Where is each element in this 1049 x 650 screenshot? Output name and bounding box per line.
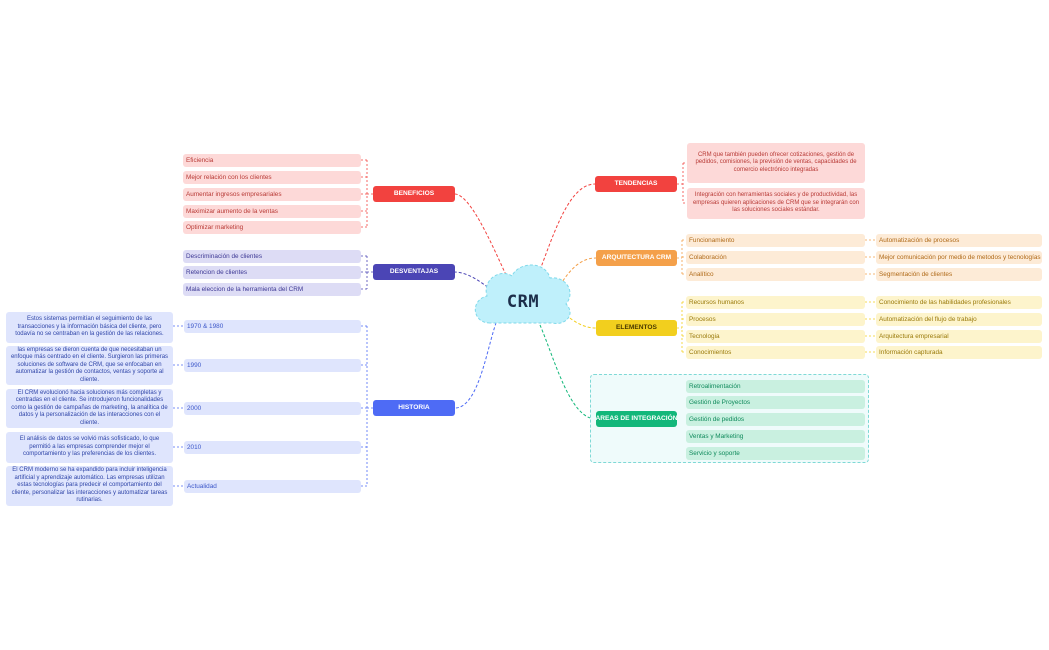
elemento-detail[interactable]: Arquitectura empresarial — [876, 330, 1042, 343]
beneficio-item[interactable]: Aumentar ingresos empresariales — [183, 188, 361, 201]
elemento-detail[interactable]: Conocimiento de las habilidades profesio… — [876, 296, 1042, 309]
beneficio-item[interactable]: Optimizar marketing — [183, 221, 361, 234]
historia-period[interactable]: 1990 — [184, 359, 361, 372]
integracion-item[interactable]: Retroalimentación — [686, 380, 865, 393]
hub-arquitectura[interactable]: ARQUITECTURA CRM — [596, 250, 677, 266]
beneficio-item[interactable]: Mejor relación con los clientes — [183, 171, 361, 184]
integracion-item[interactable]: Gestión de pedidos — [686, 413, 865, 426]
integracion-item[interactable]: Servicio y soporte — [686, 447, 865, 460]
integracion-item[interactable]: Gestión de Proyectos — [686, 396, 865, 409]
elemento-detail[interactable]: Información capturada — [876, 346, 1042, 359]
historia-description[interactable]: El análisis de datos se volvió más sofis… — [6, 432, 173, 463]
hub-beneficios[interactable]: BENEFICIOS — [373, 186, 455, 202]
link-elementos — [561, 311, 597, 329]
arquitectura-item[interactable]: Analítico — [686, 268, 865, 281]
tendencia-item[interactable]: CRM que también pueden ofrecer cotizacio… — [687, 143, 865, 183]
hub-tendencias[interactable]: TENDENCIAS — [595, 176, 677, 192]
tendencia-item[interactable]: Integración con herramientas sociales y … — [687, 188, 865, 219]
historia-period[interactable]: 1970 & 1980 — [184, 320, 361, 333]
link-desventajas — [454, 271, 493, 291]
historia-description[interactable]: El CRM evolucionó hacia soluciones más c… — [6, 389, 173, 428]
arquitectura-detail[interactable]: Mejor comunicación por medio de metodos … — [876, 251, 1042, 264]
link-historia — [454, 317, 499, 409]
desventaja-item[interactable]: Retencion de clientes — [183, 266, 361, 279]
center-title[interactable]: CRM — [506, 292, 540, 312]
elemento-item[interactable]: Recursos humanos — [686, 296, 865, 309]
historia-description[interactable]: Estos sistemas permitían el seguimiento … — [6, 312, 173, 343]
center-cloud-shape — [474, 264, 571, 324]
elemento-item[interactable]: Procesos — [686, 313, 865, 326]
elemento-item[interactable]: Conocimientos — [686, 346, 865, 359]
elemento-detail[interactable]: Automatización del flujo de trabajo — [876, 313, 1042, 326]
arquitectura-item[interactable]: Colaboración — [686, 251, 865, 264]
hub-integracion[interactable]: AREAS DE INTEGRACIÓN — [596, 411, 677, 427]
arquitectura-detail[interactable]: Automatización de procesos — [876, 234, 1042, 247]
arquitectura-item[interactable]: Funcionamiento — [686, 234, 865, 247]
desventaja-item[interactable]: Descriminación de clientes — [183, 250, 361, 263]
beneficio-item[interactable]: Maximizar aumento de la ventas — [183, 205, 361, 218]
historia-period[interactable]: Actualidad — [184, 480, 361, 493]
link-beneficios — [454, 193, 507, 276]
link-arquitectura — [559, 257, 597, 286]
historia-description[interactable]: El CRM moderno se ha expandido para incl… — [6, 466, 173, 506]
integracion-item[interactable]: Ventas y Marketing — [686, 430, 865, 443]
historia-description[interactable]: las empresas se dieron cuenta de que nec… — [6, 346, 173, 385]
link-tendencias — [539, 183, 596, 271]
link-integracion — [539, 324, 597, 420]
historia-period[interactable]: 2010 — [184, 441, 361, 454]
hub-desventajas[interactable]: DESVENTAJAS — [373, 264, 455, 280]
beneficio-item[interactable]: Eficiencia — [183, 154, 361, 167]
elemento-item[interactable]: Tecnologia — [686, 330, 865, 343]
hub-historia[interactable]: HISTORIA — [373, 400, 455, 416]
hub-elementos[interactable]: ELEMENTOS — [596, 320, 677, 336]
historia-period[interactable]: 2000 — [184, 402, 361, 415]
desventaja-item[interactable]: Mala eleccion de la herramienta del CRM — [183, 283, 361, 296]
arquitectura-detail[interactable]: Segmentación de clientes — [876, 268, 1042, 281]
